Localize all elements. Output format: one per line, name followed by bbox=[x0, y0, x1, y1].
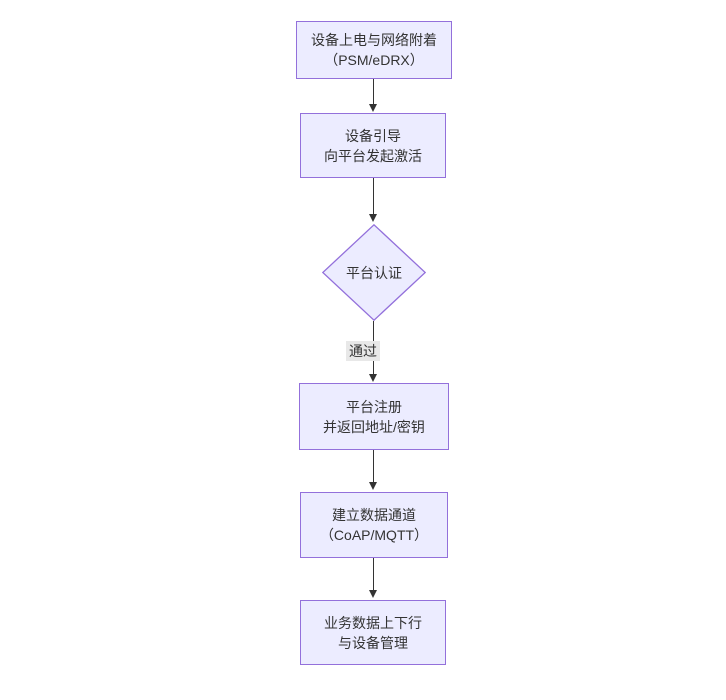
node-label-line: 设备引导 bbox=[345, 127, 401, 144]
flow-node-register: 平台注册 并返回地址/密钥 bbox=[299, 383, 449, 450]
arrowhead-down-icon bbox=[369, 374, 377, 382]
arrowhead-down-icon bbox=[369, 214, 377, 222]
flow-node-business-mgmt: 业务数据上下行 与设备管理 bbox=[300, 600, 446, 665]
arrow-line bbox=[373, 178, 374, 214]
arrow-boot-to-auth bbox=[369, 178, 377, 222]
arrow-channel-to-business bbox=[369, 558, 377, 598]
arrowhead-down-icon bbox=[369, 590, 377, 598]
arrow-power-to-boot bbox=[369, 79, 377, 112]
arrowhead-down-icon bbox=[369, 482, 377, 490]
node-label-line: 业务数据上下行 bbox=[324, 614, 422, 631]
arrow-register-to-channel bbox=[369, 450, 377, 490]
node-label-line: 与设备管理 bbox=[338, 634, 408, 651]
node-label-line: （PSM/eDRX） bbox=[324, 52, 424, 68]
arrow-line bbox=[373, 558, 374, 590]
decision-label: 平台认证 bbox=[346, 264, 402, 281]
node-label-line: 并返回地址/密钥 bbox=[323, 418, 425, 435]
node-label-line: 设备上电与网络附着 bbox=[311, 32, 437, 48]
arrowhead-down-icon bbox=[369, 104, 377, 112]
flow-node-bootstrap-activate: 设备引导 向平台发起激活 bbox=[300, 113, 446, 178]
flow-node-power-attach: 设备上电与网络附着 （PSM/eDRX） bbox=[296, 21, 452, 79]
edge-label-pass: 通过 bbox=[346, 341, 380, 361]
flow-decision-platform-auth: 平台认证 bbox=[322, 224, 426, 321]
node-label-line: 向平台发起激活 bbox=[324, 147, 422, 164]
diamond-shape-icon bbox=[322, 224, 426, 321]
node-label-line: （CoAP/MQTT） bbox=[319, 527, 429, 543]
arrow-line bbox=[373, 79, 374, 104]
arrow-line bbox=[373, 450, 374, 482]
node-label-line: 建立数据通道 bbox=[332, 507, 416, 523]
node-label-line: 平台注册 bbox=[346, 398, 402, 415]
flow-node-data-channel: 建立数据通道 （CoAP/MQTT） bbox=[300, 492, 448, 558]
